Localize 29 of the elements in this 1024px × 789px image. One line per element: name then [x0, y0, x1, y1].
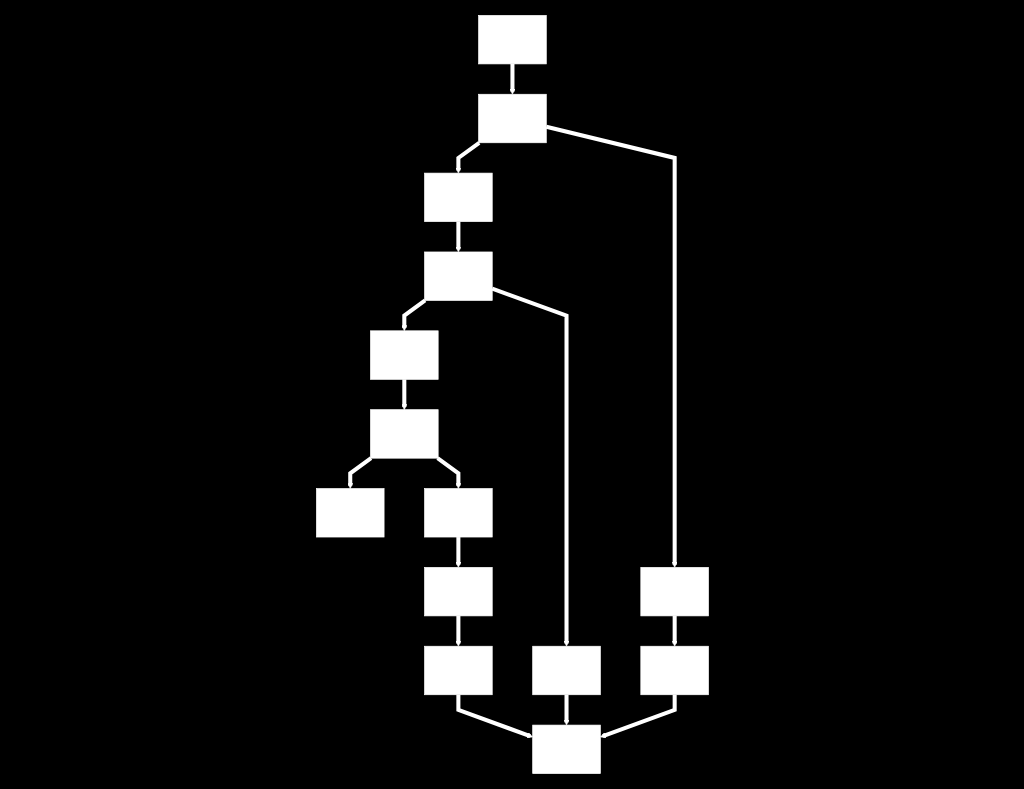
box — [423, 172, 493, 222]
box — [477, 93, 547, 144]
arrow — [563, 694, 570, 726]
arrow — [400, 379, 407, 410]
arrow — [509, 63, 515, 95]
arrow — [671, 615, 678, 647]
arrow — [545, 124, 678, 568]
box — [369, 409, 439, 459]
arrow — [599, 694, 677, 738]
box — [423, 567, 493, 617]
box — [531, 724, 601, 774]
box — [477, 15, 547, 65]
box — [531, 645, 601, 696]
box — [423, 251, 493, 301]
arrow — [454, 615, 461, 647]
box — [640, 567, 709, 617]
arrow — [435, 456, 461, 489]
arrow — [400, 298, 426, 332]
box — [369, 330, 439, 380]
arrow — [346, 456, 372, 489]
arrow — [491, 286, 570, 647]
box — [423, 488, 493, 538]
arrow — [454, 537, 461, 568]
box — [315, 488, 384, 538]
arrow — [455, 694, 533, 738]
box — [640, 645, 709, 696]
arrow — [454, 221, 461, 253]
arrow — [454, 141, 480, 174]
box — [423, 645, 493, 696]
